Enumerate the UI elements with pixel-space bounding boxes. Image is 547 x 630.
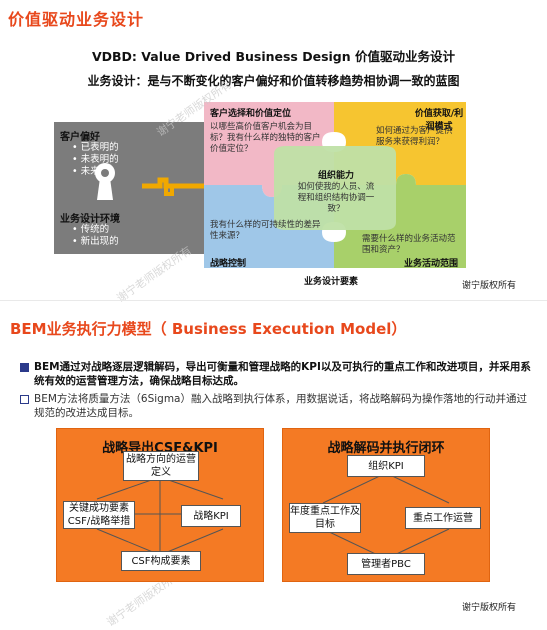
quadrant-title-profit: 价值获取/利润模式 [414,109,464,132]
bullet-square-icon [20,363,29,372]
box-manager-pbc: 管理者PBC [347,553,425,575]
connector-lines [322,472,450,560]
bullet-text: BEM方法将质量方法（6Sigma）融入战略到执行体系，用数据说话，将战略解码为… [34,393,527,419]
business-design-puzzle: 客户选择和价值定位 以哪些高价值客户机会为目标？我有什么样的独特的客户价值定位？… [204,102,466,269]
center-text-capability: 如何使我的人员、流程和组织结构协调一致？ [297,182,375,214]
bullet-item: BEM通过对战略逐层逻辑解码，导出可衡量和管理战略的KPI以及可执行的重点工作和… [18,360,534,388]
list-item: 未来的 [72,166,119,178]
csf-kpi-panel: 战略导出CSF&KPI 战略方向的运营定义 关键成功要素CSF/战略举措 战略K… [56,428,264,582]
bullet-text: BEM通过对战略逐层逻辑解码，导出可衡量和管理战略的KPI以及可执行的重点工作和… [34,361,531,387]
copyright-bottom: 谢宁版权所有 [462,603,517,613]
box-priority-operations: 重点工作运营 [405,507,481,529]
bem-heading: BEM业务执行力模型（ Business Execution Model） [10,320,407,338]
quadrant-title-strategic-control: 战略控制 [210,259,247,269]
bullet-item: BEM方法将质量方法（6Sigma）融入战略到执行体系，用数据说话，将战略解码为… [18,392,534,420]
vdbd-definition: 业务设计：是与不断变化的客户偏好和价值转移趋势相协调一致的蓝图 [87,74,460,88]
box-csf: 关键成功要素CSF/战略举措 [63,501,135,529]
quadrant-title-customer: 客户选择和价值定位 [210,109,292,119]
puzzle-graphic [204,102,466,268]
page-title: 价值驱动业务设计 [8,10,145,29]
customer-preference-label: 客户偏好 [60,132,100,143]
bullet-square-icon [20,395,29,404]
quadrant-text-profit: 如何通过为客户提供服务来获得利润？ [376,126,453,147]
puzzle-caption: 业务设计要素 [304,277,359,287]
list-item: 已表明的 [72,142,119,154]
customer-environment-panel: 客户偏好 已表明的 未表明的 未来的 业务设计环境 传统的 新出现的 [54,122,248,254]
box-strategic-kpi: 战略KPI [181,505,241,527]
box-org-kpi: 组织KPI [347,455,425,477]
customer-preference-list: 已表明的 未表明的 未来的 [72,142,119,178]
list-item: 未表明的 [72,154,119,166]
vdbd-heading: VDBD: Value Drived Business Design 价值驱动业… [91,49,456,64]
environment-list: 传统的 新出现的 [72,224,119,248]
quadrant-title-scope: 业务活动范围 [404,259,459,269]
copyright-top: 谢宁版权所有 [462,281,517,291]
box-annual-priorities: 年度重点工作及目标 [289,503,361,533]
quadrant-text-strategic-control: 我有什么样的可持续性的差异性来源？ [210,220,321,241]
center-title-capability: 组织能力 [318,171,355,181]
keyhole-icon [95,163,115,200]
decode-execution-panel: 战略解码并执行闭环 组织KPI 年度重点工作及目标 重点工作运营 管理者PBC [282,428,490,582]
section-divider [0,300,547,301]
box-csf-components: CSF构成要素 [121,551,201,571]
environment-label: 业务设计环境 [60,214,120,225]
list-item: 传统的 [72,224,119,236]
bem-bullets: BEM通过对战略逐层逻辑解码，导出可衡量和管理战略的KPI以及可执行的重点工作和… [18,360,534,424]
list-item: 新出现的 [72,236,119,248]
quadrant-text-scope: 需要什么样的业务活动范围和资产？ [362,234,456,255]
panel-title: 战略解码并执行闭环 [327,441,445,456]
quadrant-text-customer: 以哪些高价值客户机会为目标？我有什么样的独特的客户价值定位？ [210,122,321,154]
box-operational-definition: 战略方向的运营定义 [123,451,199,481]
